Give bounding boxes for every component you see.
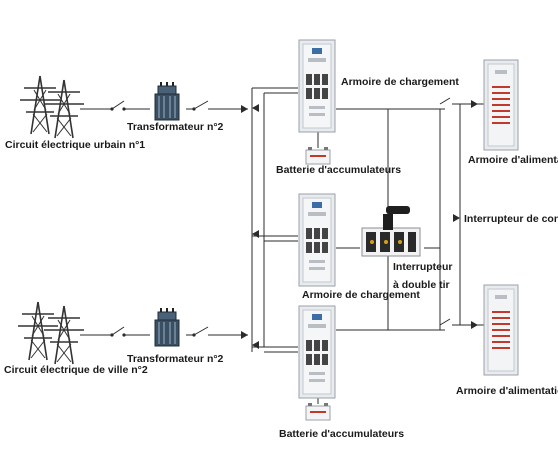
- supply-cabinet-icon-top: [483, 59, 519, 151]
- double-switch-label-line1: Interrupteur: [393, 261, 453, 273]
- transformer-1-label: Transformateur n°2: [127, 121, 224, 133]
- transformer-icon-bottom: [154, 307, 180, 347]
- power-tower-icon-1: [19, 75, 61, 135]
- charge-cabinet-icon-bottom: [298, 305, 336, 399]
- city-circuit-2-label: Circuit électrique de ville n°2: [4, 364, 148, 376]
- contact-switch-label: Interrupteur de contact: [464, 213, 558, 225]
- battery-bottom-label: Batterie d'accumulateurs: [279, 428, 404, 440]
- double-throw-switch-icon: [361, 206, 421, 257]
- power-tower-icon-3: [17, 301, 59, 361]
- supply-cabinet-bottom-label: Armoire d'alimentation: [456, 385, 558, 397]
- charge-cabinet-icon-top: [298, 39, 336, 133]
- charge-cabinet-mid-label: Armoire de chargement: [302, 289, 420, 301]
- charge-cabinet-icon-mid: [298, 193, 336, 287]
- switch-markers: [110, 100, 478, 349]
- battery-icon-bottom: [305, 402, 331, 421]
- battery-top-label: Batterie d'accumulateurs: [276, 164, 401, 176]
- battery-icon-top: [305, 146, 331, 165]
- transformer-icon-top: [154, 81, 180, 121]
- supply-cabinet-icon-bottom: [483, 284, 519, 376]
- transformer-2-label: Transformateur n°2: [127, 353, 224, 365]
- double-switch-label-line2: à double tir: [393, 279, 450, 291]
- supply-cabinet-top-label: Armoire d'alimentation: [468, 154, 558, 166]
- city-circuit-1-label: Circuit électrique urbain n°1: [5, 139, 145, 151]
- charge-cabinet-top-label: Armoire de chargement: [341, 76, 459, 88]
